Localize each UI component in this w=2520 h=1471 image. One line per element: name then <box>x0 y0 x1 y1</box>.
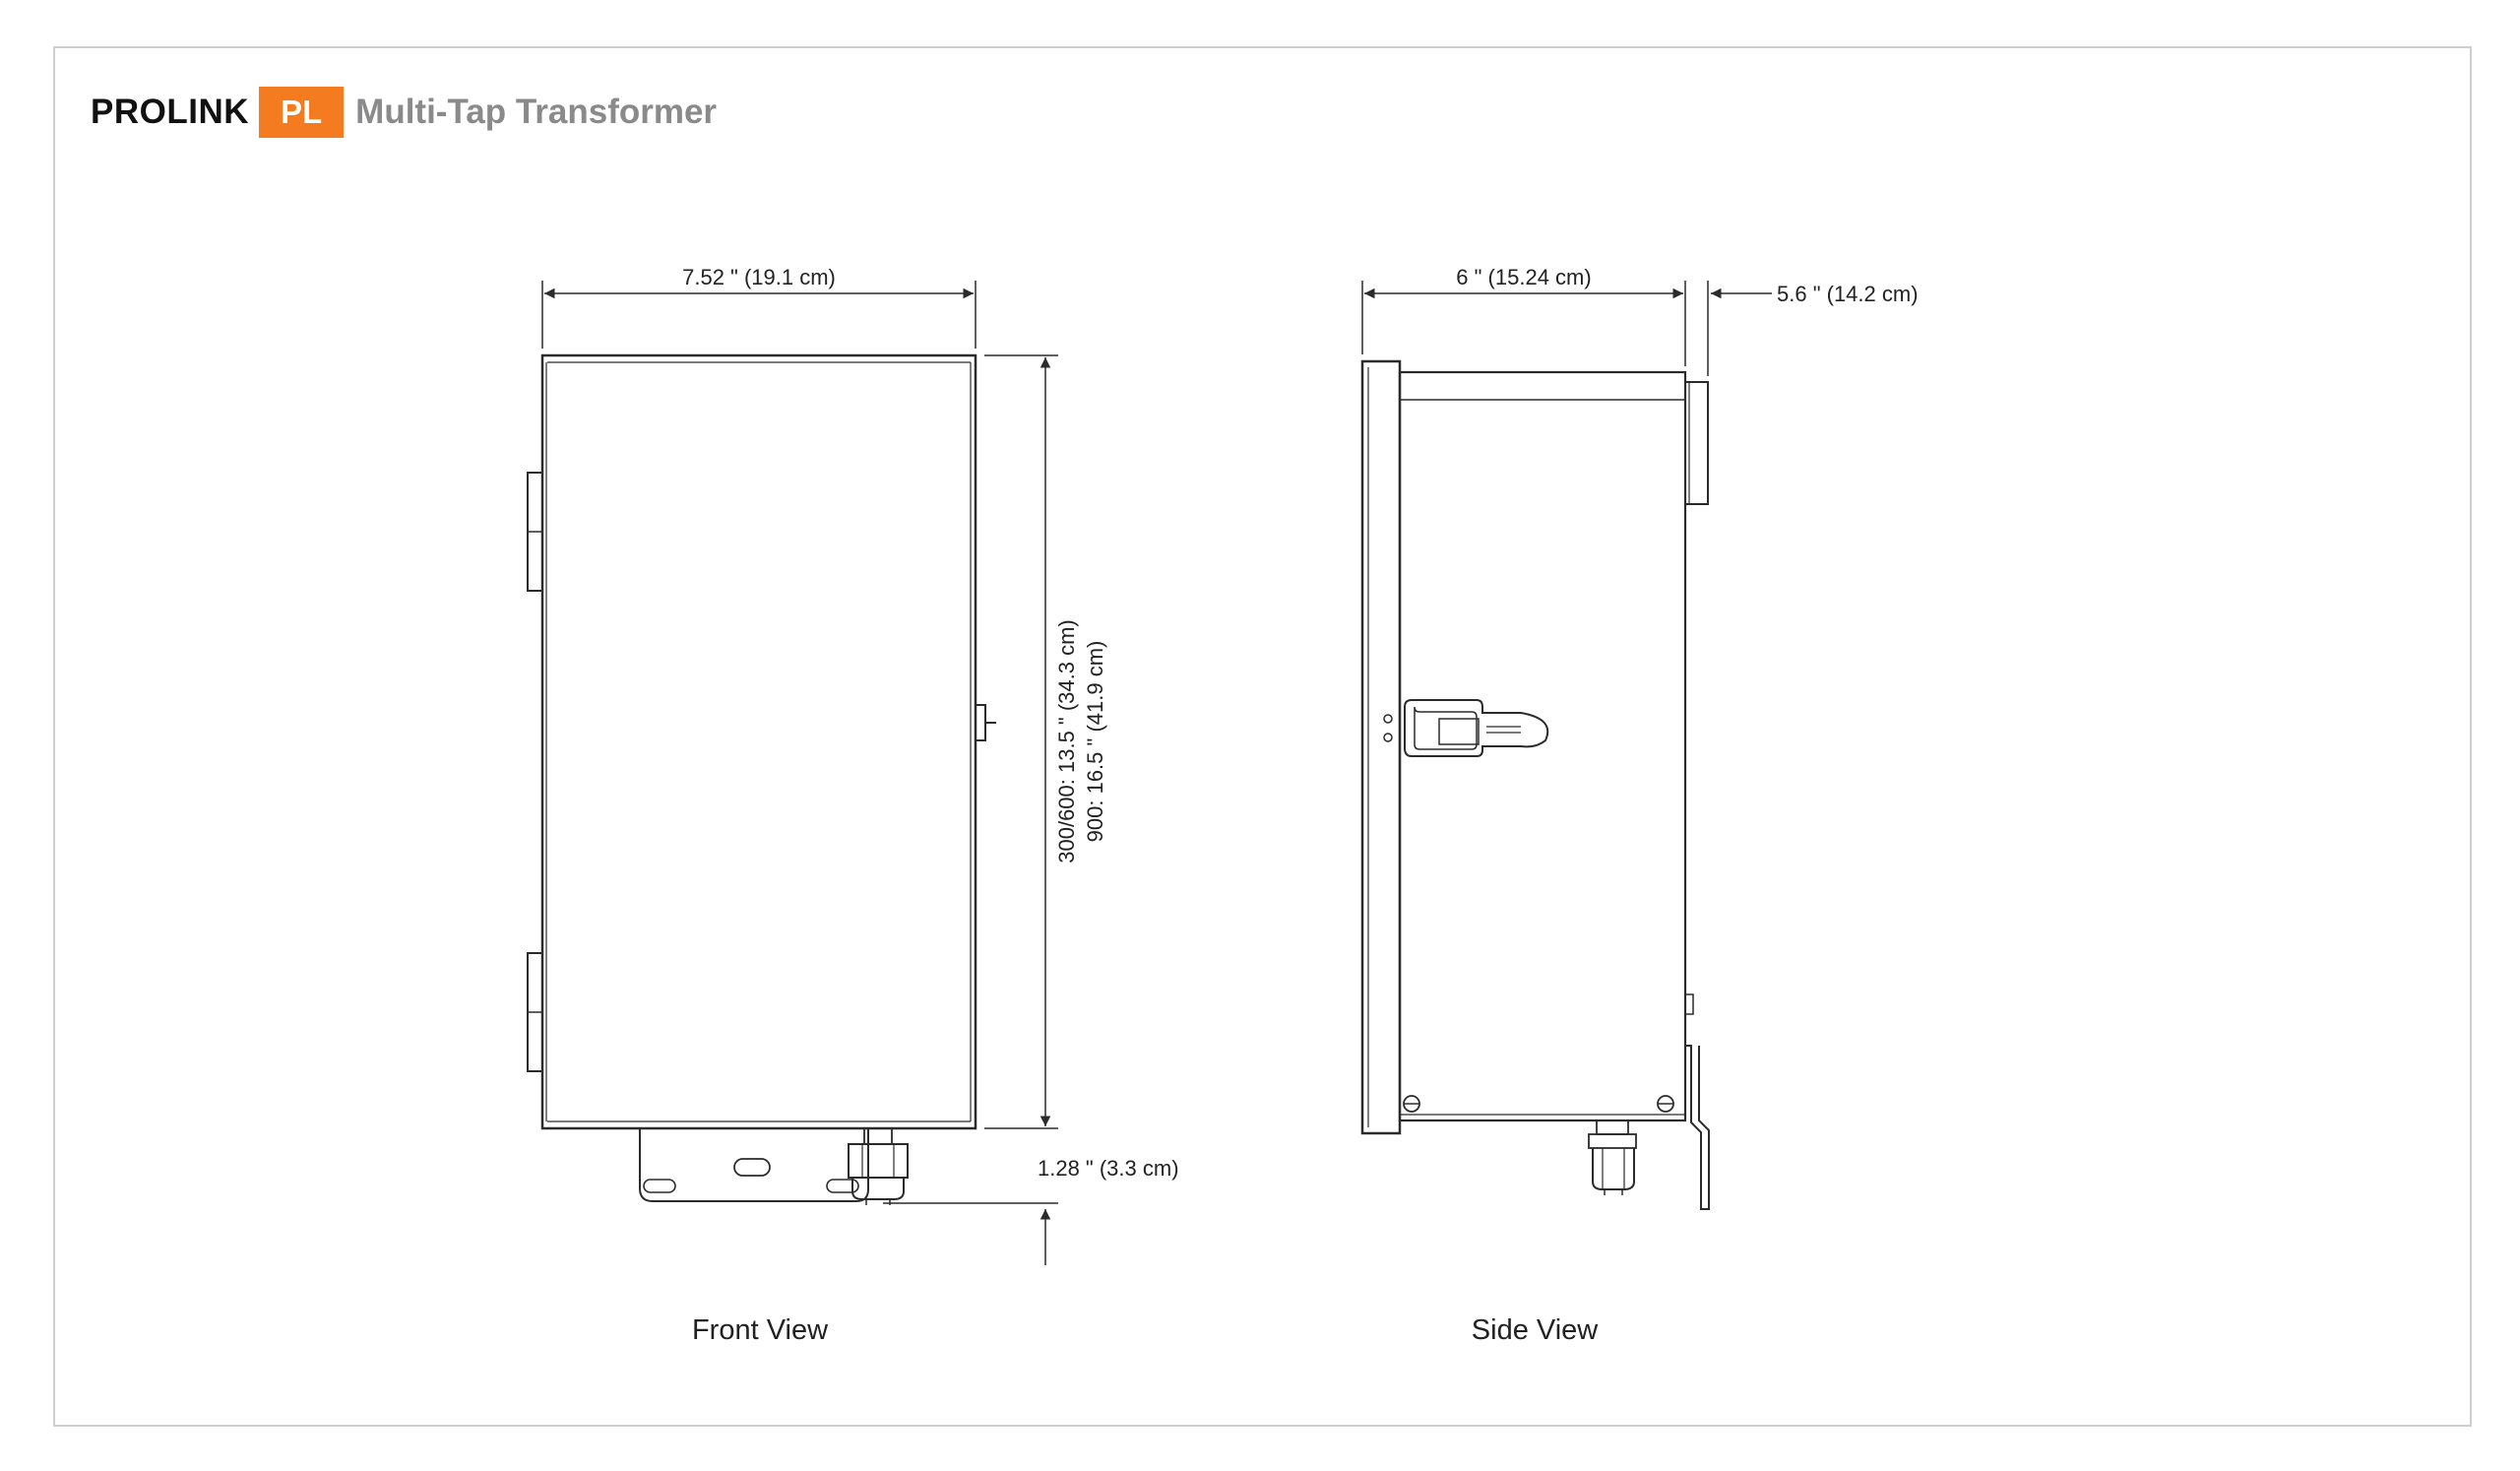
side-body <box>1398 370 1687 1122</box>
latch-front <box>975 704 996 741</box>
screw-left <box>1403 1095 1420 1113</box>
hinge-bottom <box>527 952 543 1072</box>
rear-bracket-top <box>1684 381 1709 505</box>
cable-gland-side <box>1588 1119 1637 1195</box>
front-view-caption: Front View <box>692 1314 829 1346</box>
front-height-label-2: 900: 16.5 " (41.9 cm) <box>1083 641 1107 843</box>
side-view: 6 " (15.24 cm) 5.6 " (14.2 cm) Side View <box>1360 265 1919 1346</box>
brand-badge: PL <box>259 87 345 138</box>
side-view-caption: Side View <box>1472 1314 1599 1346</box>
cable-gland-front <box>848 1127 909 1205</box>
side-depth-label: 6 " (15.24 cm) <box>1456 265 1591 289</box>
screw-right <box>1657 1095 1674 1113</box>
side-overall-label: 5.6 " (14.2 cm) <box>1777 282 1919 306</box>
front-bottom-label: 1.28 " (3.3 cm) <box>1038 1156 1179 1181</box>
hinge-top <box>527 472 543 592</box>
side-overall-dimension: 5.6 " (14.2 cm) <box>1707 281 1919 376</box>
drawing-sheet <box>53 46 2472 1427</box>
side-depth-dimension: 6 " (15.24 cm) <box>1361 265 1686 366</box>
front-enclosure <box>540 353 977 1130</box>
mounting-bracket <box>639 1128 869 1202</box>
brand-name: PROLINK <box>91 93 249 131</box>
front-height-dimension: 300/600: 13.5 " (34.3 cm) 900: 16.5 " (4… <box>984 354 1107 1129</box>
front-view: 7.52 " (19.1 cm) 300/600: 13.5 " (34.3 c… <box>527 265 1179 1346</box>
front-bottom-dimension: 1.28 " (3.3 cm) <box>883 1156 1179 1265</box>
latch-side <box>1383 699 1549 757</box>
title-block: PROLINK PL Multi-Tap Transformer <box>91 87 717 138</box>
product-title: Multi-Tap Transformer <box>355 93 718 131</box>
front-width-dimension: 7.52 " (19.1 cm) <box>541 265 976 349</box>
rear-bracket-bottom <box>1684 993 1710 1210</box>
front-height-label-1: 300/600: 13.5 " (34.3 cm) <box>1054 619 1079 863</box>
front-width-label: 7.52 " (19.1 cm) <box>682 265 836 289</box>
